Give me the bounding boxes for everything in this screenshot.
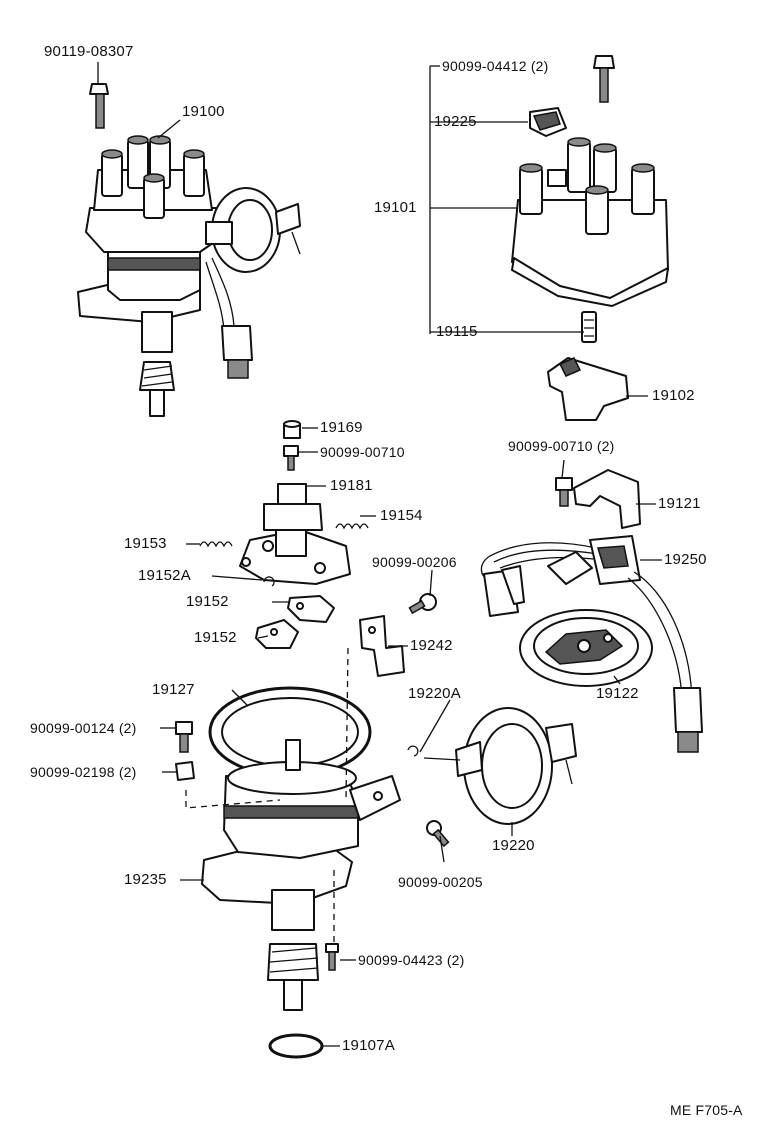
internal-parts [199, 420, 437, 677]
label-19152A: 19152A [138, 567, 191, 584]
label-19100: 19100 [182, 103, 225, 120]
label-19127: 19127 [152, 681, 195, 698]
cap-group-19101 [511, 55, 669, 421]
label-90099-00710-2: 90099-00710 (2) [508, 438, 615, 454]
pickup-group [480, 469, 703, 753]
label-90119-08307: 90119-08307 [44, 43, 134, 60]
label-19250: 19250 [664, 551, 707, 568]
label-19220: 19220 [492, 837, 535, 854]
housing-group-19235 [175, 647, 577, 1059]
diagram-code: ME F705-A [670, 1102, 743, 1118]
label-19102: 19102 [652, 387, 695, 404]
label-90099-00124: 90099-00124 (2) [30, 720, 137, 736]
label-19154: 19154 [380, 507, 423, 524]
label-90099-00206: 90099-00206 [372, 554, 457, 570]
label-19115: 19115 [436, 323, 478, 340]
label-90099-04412: 90099-04412 (2) [442, 58, 549, 74]
label-19152-lower: 19152 [194, 629, 237, 646]
label-19107A: 19107A [342, 1037, 395, 1054]
label-19181: 19181 [330, 477, 373, 494]
label-19220A: 19220A [408, 685, 461, 702]
label-90099-00710: 90099-00710 [320, 444, 405, 460]
label-19242: 19242 [410, 637, 453, 654]
label-19121: 19121 [658, 495, 701, 512]
label-90099-04423: 90099-04423 (2) [358, 952, 465, 968]
label-19225: 19225 [434, 113, 477, 130]
label-19153: 19153 [124, 535, 167, 552]
label-90099-00205: 90099-00205 [398, 874, 483, 890]
label-19122: 19122 [596, 685, 639, 702]
label-19235: 19235 [124, 871, 167, 888]
label-19101: 19101 [374, 199, 417, 216]
label-90099-02198: 90099-02198 (2) [30, 764, 137, 780]
leader-lines [97, 62, 662, 1047]
distributor-assembly-19100 [77, 83, 301, 417]
label-19169: 19169 [320, 419, 363, 436]
label-19152-upper: 19152 [186, 593, 229, 610]
